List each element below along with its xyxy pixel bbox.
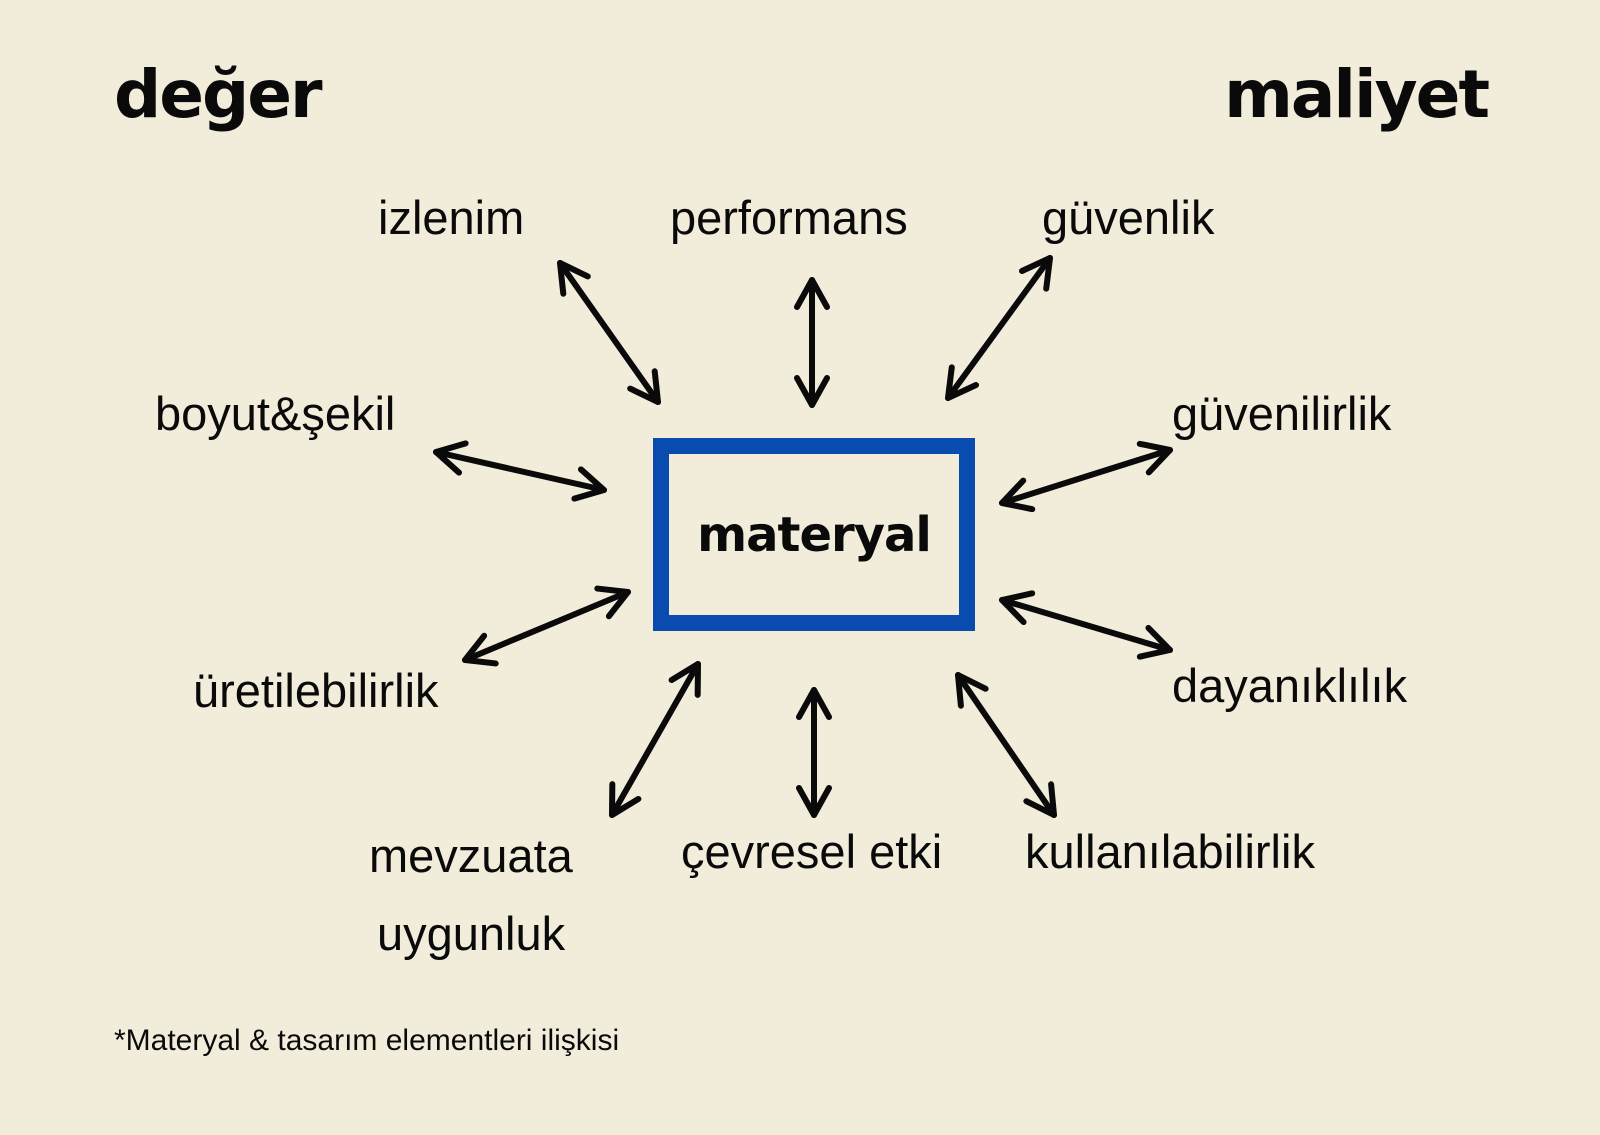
arrow-guvenilirlik (999, 440, 1173, 513)
node-guvenlik: güvenlik (1042, 191, 1215, 244)
footnote: *Materyal & tasarım elementleri ilişkisi (114, 1024, 620, 1057)
node-guvenilirlik: güvenilirlik (1172, 387, 1392, 440)
arrow-guvenlik (945, 255, 1053, 401)
arrow-boyut-sekil (433, 440, 607, 502)
center-label: materyal (697, 506, 932, 563)
arrow-kullanilabilirlik (955, 672, 1057, 818)
node-uygunluk: uygunluk (377, 907, 566, 960)
arrow-uretilebilirlik (462, 585, 631, 667)
arrow-dayaniklilik (999, 590, 1173, 660)
corner-title-maliyet: maliyet (1224, 56, 1490, 133)
node-performans: performans (670, 191, 908, 244)
node-cevresel-etki: çevresel etki (681, 825, 943, 878)
arrow-izlenim (557, 260, 661, 405)
node-izlenim: izlenim (378, 191, 525, 244)
node-uretilebilirlik: üretilebilirlik (193, 664, 439, 717)
node-kullanilabilirlik: kullanılabilirlik (1025, 825, 1315, 878)
corner-title-deger: değer (114, 56, 323, 133)
arrow-mevzuata (609, 661, 701, 818)
center-box: materyal (653, 438, 975, 631)
node-boyut-sekil: boyut&şekil (155, 387, 396, 440)
node-dayaniklilik: dayanıklılık (1172, 659, 1408, 712)
node-mevzuata: mevzuata (369, 829, 573, 882)
